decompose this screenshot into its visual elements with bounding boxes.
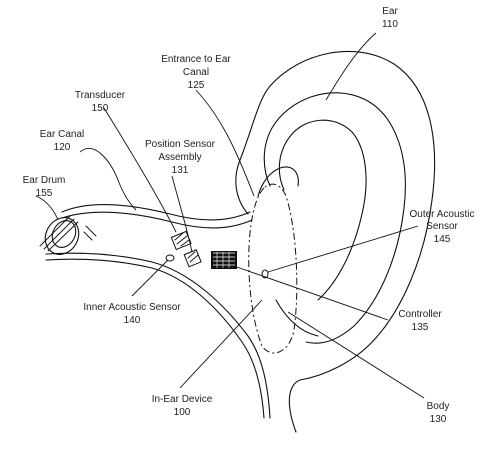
svg-text:140: 140 [124,315,141,326]
svg-text:125: 125 [188,80,205,91]
ear-outline [235,50,436,433]
svg-text:Inner Acoustic Sensor: Inner Acoustic Sensor [83,302,181,313]
label-body: Body 130 [427,401,450,425]
svg-text:Ear Canal: Ear Canal [40,129,84,140]
label-controller: Controller 135 [398,309,442,333]
svg-text:Position Sensor: Position Sensor [145,139,216,150]
label-outer-acoustic-sensor: Outer Acoustic Sensor 145 [409,209,474,245]
leader-ear [325,32,377,101]
label-ear-drum: Ear Drum 155 [23,175,66,199]
controller [211,251,237,269]
svg-text:Ear: Ear [382,6,398,17]
svg-text:120: 120 [54,142,71,153]
leader-in-ear-device [179,299,263,389]
leader-position-sensor [171,175,193,253]
leader-ear-canal [79,147,137,211]
ear-drum [39,215,97,255]
label-position-sensor-assembly: Position Sensor Assembly 131 [145,139,216,176]
in-ear-device-housing [248,183,298,354]
leader-lines [35,32,425,399]
position-sensor-assembly [183,249,202,268]
svg-text:135: 135 [412,322,429,333]
svg-text:Ear Drum: Ear Drum [23,175,66,186]
label-in-ear-device: In-Ear Device 100 [152,394,213,418]
svg-text:110: 110 [382,19,398,30]
label-entrance-to-ear-canal: Entrance to Ear Canal 125 [161,54,231,91]
svg-text:145: 145 [434,234,451,245]
svg-text:130: 130 [430,414,447,425]
svg-text:Assembly: Assembly [158,152,201,163]
svg-text:150: 150 [92,103,109,114]
leader-controller [233,265,389,321]
svg-text:Sensor: Sensor [426,221,458,232]
label-transducer: Transducer 150 [75,90,126,114]
svg-text:Outer Acoustic: Outer Acoustic [409,209,474,220]
leader-inner-sensor [131,259,169,297]
leader-body [287,311,425,399]
label-inner-acoustic-sensor: Inner Acoustic Sensor 140 [83,302,181,326]
leader-entrance [195,89,255,197]
transducer [170,230,192,251]
svg-text:155: 155 [36,188,53,199]
svg-text:Transducer: Transducer [75,90,126,101]
svg-text:Controller: Controller [398,309,442,320]
ear-canal-outline [45,204,271,419]
leader-transducer [103,107,177,233]
label-ear-canal: Ear Canal 120 [40,129,84,153]
svg-text:Entrance to Ear: Entrance to Ear [161,54,231,65]
leader-outer-sensor [267,225,419,273]
svg-text:Body: Body [427,401,450,412]
svg-text:Canal: Canal [183,67,209,78]
svg-text:131: 131 [172,165,189,176]
inner-acoustic-sensor [165,254,175,262]
svg-text:100: 100 [174,407,191,418]
label-ear: Ear 110 [382,6,398,30]
svg-text:In-Ear Device: In-Ear Device [152,394,213,405]
leader-ear-drum [35,195,59,221]
